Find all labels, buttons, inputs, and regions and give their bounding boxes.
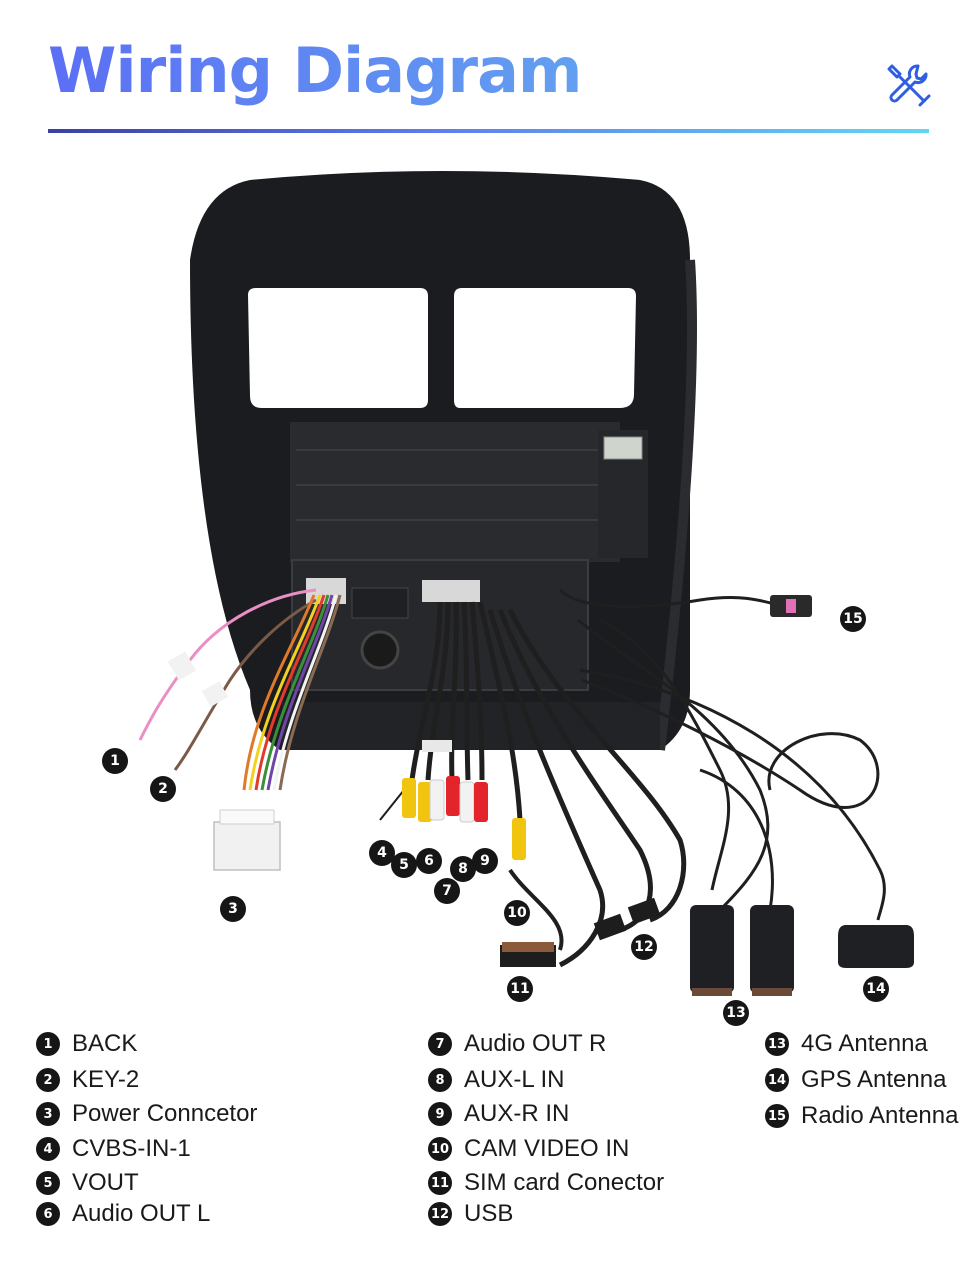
legend-label: 4G Antenna [801,1030,928,1057]
legend-label: Radio Antenna [801,1102,959,1129]
legend-item: 1 BACK [36,1029,137,1059]
callout-marker: 5 [391,852,417,878]
legend-item: 6 Audio OUT L [36,1199,210,1229]
legend-number: 11 [428,1171,452,1195]
legend-number: 4 [36,1137,60,1161]
legend-item: 3 Power Conncetor [36,1099,257,1129]
callout-marker: 9 [472,848,498,874]
legend-item: 2 KEY-2 [36,1065,139,1095]
legend-item: 10 CAM VIDEO IN [428,1134,629,1164]
page-title: Wiring Diagram [48,34,583,107]
callout-marker: 13 [723,1000,749,1026]
legend-label: VOUT [72,1169,139,1196]
callout-marker: 8 [450,856,476,882]
legend-number: 5 [36,1171,60,1195]
callout-marker: 2 [150,776,176,802]
legend-number: 13 [765,1032,789,1056]
legend-number: 1 [36,1032,60,1056]
legend-item: 8 AUX-L IN [428,1065,564,1095]
legend-number: 2 [36,1068,60,1092]
legend-item: 13 4G Antenna [765,1029,928,1059]
title-divider [48,129,929,133]
legend-label: GPS Antenna [801,1066,947,1093]
callout-marker: 14 [863,976,889,1002]
legend-number: 12 [428,1202,452,1226]
callout-marker: 4 [369,840,395,866]
callout-marker: 1 [102,748,128,774]
callout-marker: 10 [504,900,530,926]
legend-number: 14 [765,1068,789,1092]
legend-item: 7 Audio OUT R [428,1029,606,1059]
legend-item: 15 Radio Antenna [765,1101,958,1131]
head-unit-illustration [138,171,914,996]
legend-label: AUX-R IN [464,1100,570,1127]
callout-marker: 3 [220,896,246,922]
legend-number: 10 [428,1137,452,1161]
legend-item: 14 GPS Antenna [765,1065,946,1095]
legend-label: AUX-L IN [464,1066,565,1093]
callout-marker: 7 [434,878,460,904]
wiring-diagram: 1 2 3 4 5 6 7 8 9 10 11 12 13 14 15 [0,150,980,1030]
legend-label: CVBS-IN-1 [72,1135,191,1162]
legend-number: 15 [765,1104,789,1128]
legend-label: USB [464,1200,514,1227]
legend-label: KEY-2 [72,1066,140,1093]
legend-number: 6 [36,1202,60,1226]
legend-item: 5 VOUT [36,1168,139,1198]
callout-marker: 6 [416,848,442,874]
legend-number: 7 [428,1032,452,1056]
legend-item: 9 AUX-R IN [428,1099,569,1129]
callout-marker: 12 [631,934,657,960]
legend-item: 4 CVBS-IN-1 [36,1134,191,1164]
callout-marker: 11 [507,976,533,1002]
legend-label: CAM VIDEO IN [464,1135,630,1162]
legend-label: Power Conncetor [72,1100,258,1127]
callout-marker: 15 [840,606,866,632]
legend-number: 3 [36,1102,60,1126]
legend-label: Audio OUT R [464,1030,607,1057]
legend-label: BACK [72,1030,138,1057]
legend-item: 12 USB [428,1199,513,1229]
legend-label: SIM card Conector [464,1169,665,1196]
legend-number: 8 [428,1068,452,1092]
legend-label: Audio OUT L [72,1200,211,1227]
tools-icon [887,64,931,107]
legend-number: 9 [428,1102,452,1126]
legend-item: 11 SIM card Conector [428,1168,664,1198]
